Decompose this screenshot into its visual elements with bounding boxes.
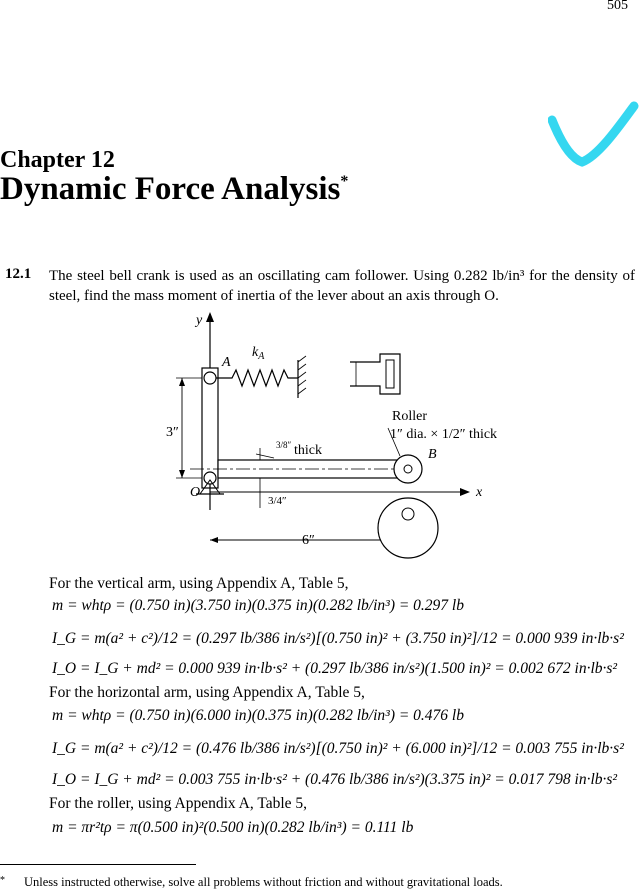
problem-number: 12.1 xyxy=(5,266,32,282)
x-axis-label: x xyxy=(475,485,483,500)
horizontal-arm-heading: For the horizontal arm, using Appendix A… xyxy=(49,684,365,701)
problem-statement: The steel bell crank is used as an oscil… xyxy=(49,268,635,304)
label-6in: 6″ xyxy=(302,533,315,548)
footnote: * Unless instructed otherwise, solve all … xyxy=(0,875,503,890)
label-thick: thick xyxy=(294,443,322,458)
equation-h1: m = whtρ = (0.750 in)(6.000 in)(0.375 in… xyxy=(52,707,464,724)
y-axis-arrow xyxy=(206,312,214,322)
clevis xyxy=(350,353,401,395)
roller-heading: For the roller, using Appendix A, Table … xyxy=(49,795,308,812)
cam xyxy=(377,497,439,559)
check-mark-icon xyxy=(548,101,639,167)
vertical-arm-heading: For the vertical arm, using Appendix A, … xyxy=(49,575,349,592)
equation-h3: I_O = I_G + md² = 0.003 755 in·lb·s² + (… xyxy=(52,771,618,788)
title-footnote-mark: * xyxy=(340,173,349,190)
footnote-text: Unless instructed otherwise, solve all p… xyxy=(24,875,503,889)
label-thick-frac: 3/8″ xyxy=(276,440,292,450)
x-axis-arrow xyxy=(460,488,470,496)
label-three-quarter: 3/4″ xyxy=(268,495,287,507)
vertical-arm xyxy=(201,367,219,489)
equation-v1: m = whtρ = (0.750 in)(3.750 in)(0.375 in… xyxy=(52,597,464,614)
equation-h2: I_G = m(a² + c²)/12 = (0.476 lb/386 in/s… xyxy=(52,740,624,757)
equation-v3: I_O = I_G + md² = 0.000 939 in·lb·s² + (… xyxy=(52,660,618,677)
label-roller-dia: 1″ dia. × 1/2″ thick xyxy=(390,427,497,442)
page-number: 505 xyxy=(607,0,628,13)
equation-r1: m = πr²tρ = π(0.500 in)²(0.500 in)(0.282… xyxy=(52,819,414,836)
bell-crank-figure: y A kA 3″ O x 3/8″ thick 3/4″ 6″ B Rolle… xyxy=(166,312,497,559)
label-3in: 3″ xyxy=(166,425,179,440)
equation-v2: I_G = m(a² + c²)/12 = (0.297 lb/386 in/s… xyxy=(52,630,624,647)
chapter-label: Chapter 12 xyxy=(0,147,115,173)
pivot-o xyxy=(203,471,217,485)
footnote-mark: * xyxy=(0,875,5,886)
label-roller: Roller xyxy=(392,409,427,424)
pin-a xyxy=(203,371,217,385)
chapter-title: Dynamic Force Analysis* xyxy=(0,171,348,208)
spring xyxy=(216,368,298,388)
y-axis-label: y xyxy=(194,313,203,328)
label-b: B xyxy=(428,447,437,462)
chapter-title-text: Dynamic Force Analysis xyxy=(0,171,341,207)
label-o: O xyxy=(190,485,200,500)
footnote-rule xyxy=(0,864,196,865)
label-ka: kA xyxy=(252,345,265,362)
label-a: A xyxy=(221,355,231,370)
